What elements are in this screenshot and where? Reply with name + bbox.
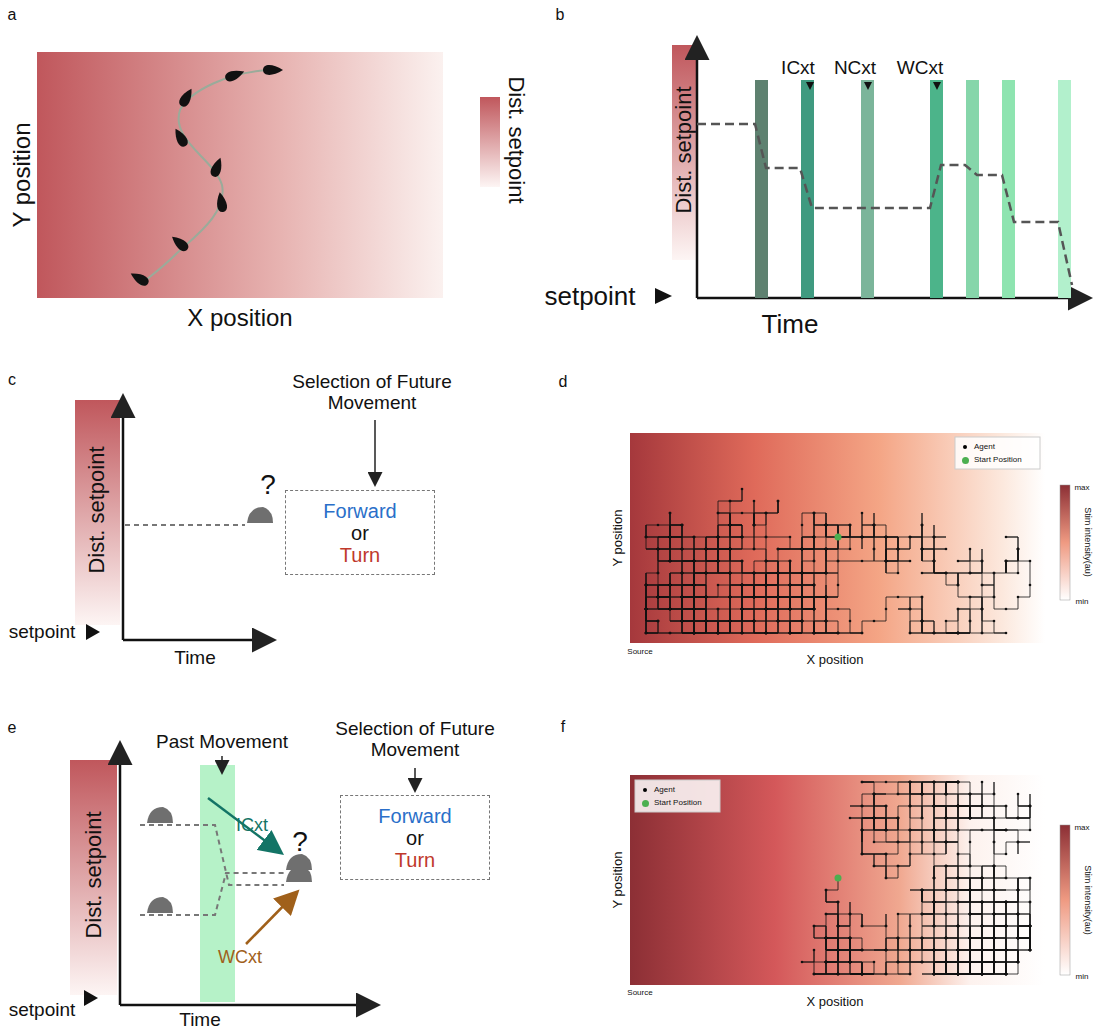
- figure-label: setpoint: [9, 1000, 76, 1021]
- panel-letter: c: [8, 371, 16, 389]
- agent-track: [646, 489, 1030, 633]
- choice-box: ForwardorTurn: [340, 795, 490, 880]
- figure-label: Stim intensity(au): [1082, 865, 1092, 935]
- legend-swatch: [963, 445, 967, 449]
- figure-label: X position: [806, 653, 863, 667]
- legend-text: Start Position: [654, 798, 702, 807]
- figure-label: Dist. setpoint: [82, 811, 106, 938]
- figure-label: Time: [762, 310, 819, 339]
- figure-label: min: [1076, 598, 1089, 607]
- figure-label: Selection of Future Movement: [287, 372, 457, 414]
- figure-label: setpoint: [544, 282, 635, 311]
- choice-text: Forward: [378, 805, 451, 827]
- panel-letter: a: [8, 6, 17, 24]
- choice-box: ForwardorTurn: [285, 490, 435, 575]
- legend-text: Start Position: [974, 455, 1022, 464]
- legend-text: Agent: [654, 785, 675, 794]
- legend-text: Agent: [974, 442, 995, 451]
- panel-letter: f: [561, 718, 565, 736]
- figure-label: max: [1074, 484, 1089, 493]
- figure-label: Source: [627, 989, 652, 998]
- choice-text: or: [406, 827, 424, 849]
- figure-label: Stim intensity(au): [1082, 507, 1092, 577]
- legend-swatch: [962, 457, 969, 464]
- figure-label: Time: [179, 1010, 221, 1031]
- figure-label: ?: [260, 470, 276, 501]
- figure-label: Source: [627, 648, 652, 657]
- choice-text: Forward: [323, 500, 396, 522]
- panel-letter: b: [556, 6, 565, 24]
- panel-letter: e: [8, 719, 17, 737]
- figure-label: max: [1074, 824, 1089, 833]
- agent-track: [802, 782, 1030, 974]
- figure-label: ICxt: [781, 58, 815, 79]
- figure-label: min: [1076, 973, 1089, 982]
- figure-label: Past Movement: [156, 732, 288, 753]
- figure-label: Selection of Future Movement: [330, 719, 500, 761]
- figure-label: NCxt: [834, 58, 876, 79]
- figure-label: WCxt: [218, 948, 262, 968]
- figure-label: ?: [292, 827, 308, 858]
- figure-label: Dist. setpoint: [672, 86, 696, 213]
- figure-label: X position: [806, 995, 863, 1009]
- figure-label: Y position: [611, 852, 625, 909]
- choice-text: Turn: [395, 849, 435, 871]
- figure-label: WCxt: [897, 58, 943, 79]
- panel-letter: d: [559, 373, 568, 391]
- choice-text: or: [351, 522, 369, 544]
- figure-label: Dist. setpoint: [85, 446, 109, 573]
- figure-label: setpoint: [9, 622, 76, 643]
- figure-label: Time: [174, 648, 216, 669]
- figure-label: X position: [187, 305, 292, 331]
- figure-label: Dist. setpoint: [504, 76, 528, 203]
- figure-label: Y position: [611, 510, 625, 567]
- figure-label: ICxt: [236, 816, 268, 836]
- choice-text: Turn: [340, 544, 380, 566]
- figure-label: Y position: [9, 123, 35, 228]
- legend-swatch: [642, 800, 649, 807]
- legend-swatch: [643, 788, 647, 792]
